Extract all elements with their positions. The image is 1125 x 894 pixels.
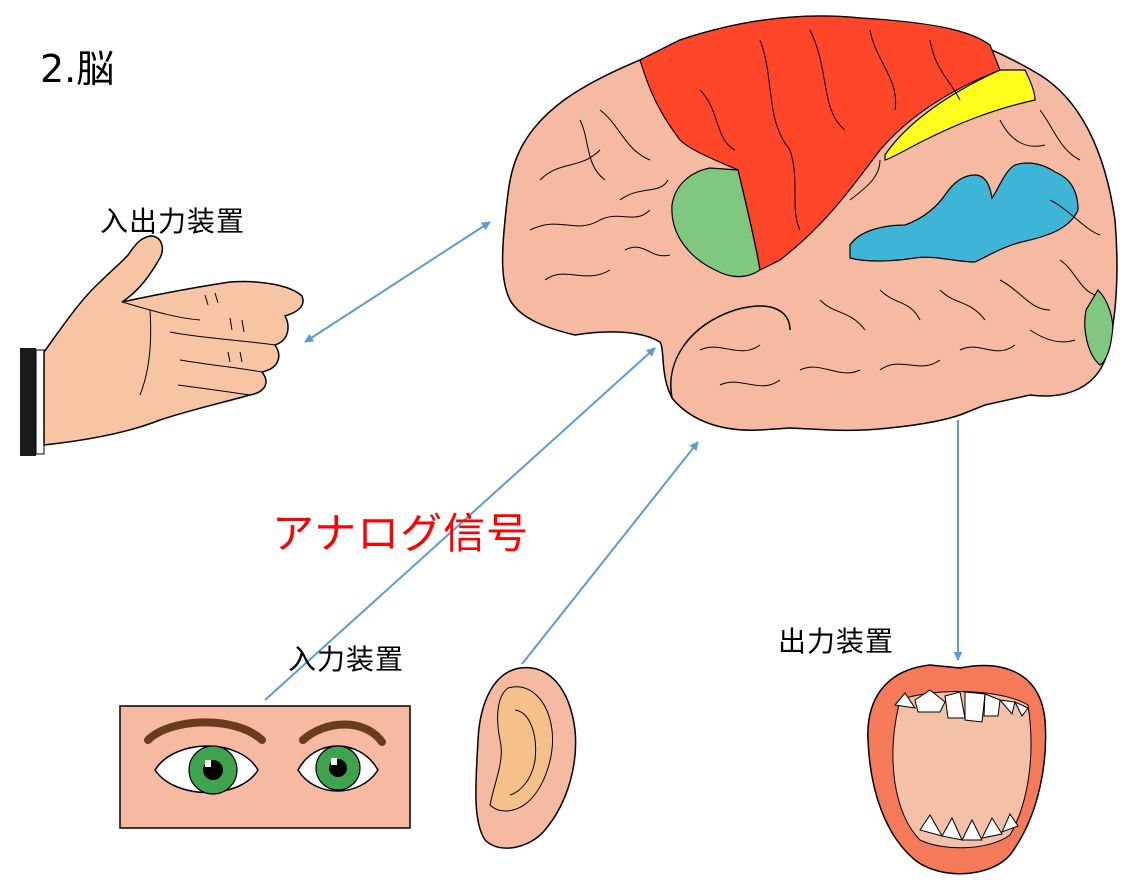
mouth-icon xyxy=(868,665,1046,874)
io-device-label: 入出力装置 xyxy=(100,200,245,240)
input-device-label: 入力装置 xyxy=(288,638,404,678)
output-device-label: 出力装置 xyxy=(778,620,894,660)
hand-icon xyxy=(20,236,303,456)
slide-title: 2.脳 xyxy=(40,38,114,93)
brain-icon xyxy=(503,16,1117,430)
signal-label: アナログ信号 xyxy=(272,500,529,561)
arrow-hand-brain xyxy=(305,222,490,342)
hand-palm xyxy=(44,236,303,445)
cuff xyxy=(20,348,36,456)
eyes-icon xyxy=(120,706,410,828)
arrow-ear-brain xyxy=(522,442,698,664)
ear-icon xyxy=(476,668,576,849)
